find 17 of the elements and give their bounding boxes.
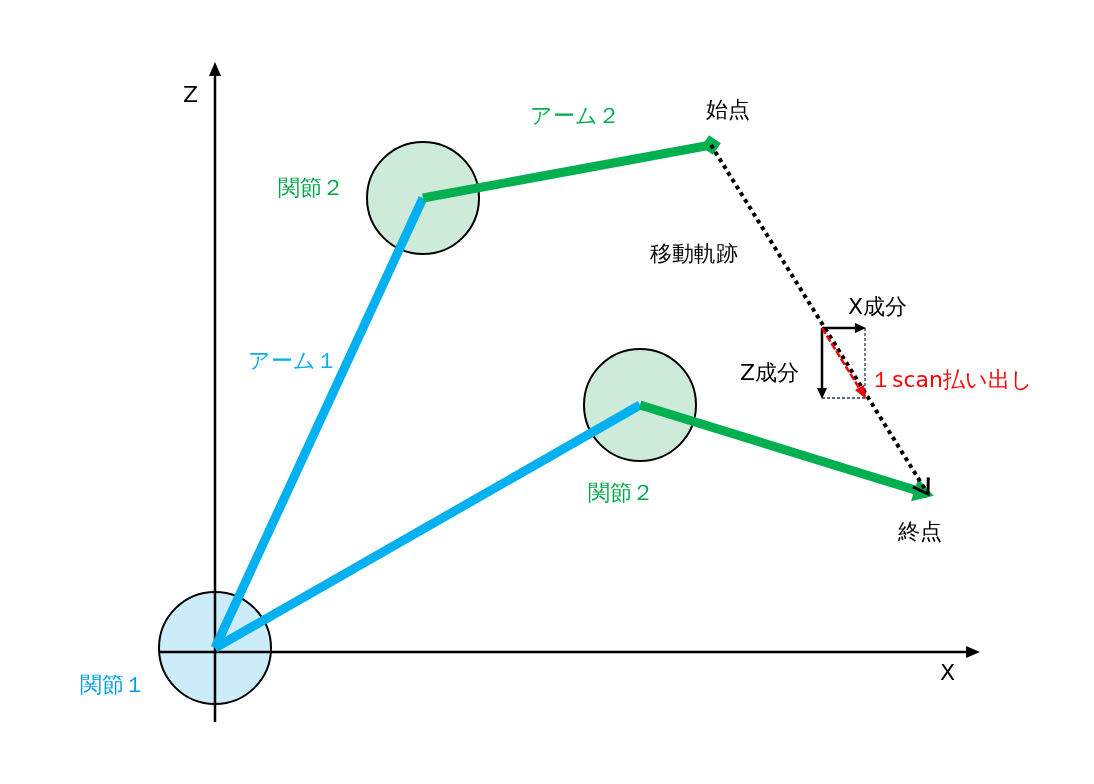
point-label: 始点	[706, 97, 750, 123]
edge-label: アーム１	[248, 348, 338, 374]
component-label: X成分	[848, 294, 908, 320]
axis-label: X	[940, 660, 956, 686]
trajectory-arrow	[709, 143, 930, 496]
axis-label: Z	[183, 82, 199, 108]
joint-label: 関節２	[588, 480, 654, 506]
point-label: 終点	[898, 519, 942, 545]
joint-label: 関節１	[80, 672, 146, 698]
edge-label: 移動軌跡	[650, 241, 738, 267]
edge-label: アーム２	[530, 103, 620, 129]
joint-label: 関節２	[278, 175, 344, 201]
arm-line	[210, 196, 428, 650]
arm-line	[212, 401, 643, 652]
component-label: Z成分	[740, 360, 800, 386]
arm-arrow	[638, 400, 934, 502]
component-label: １scan払い出し	[870, 367, 1033, 393]
